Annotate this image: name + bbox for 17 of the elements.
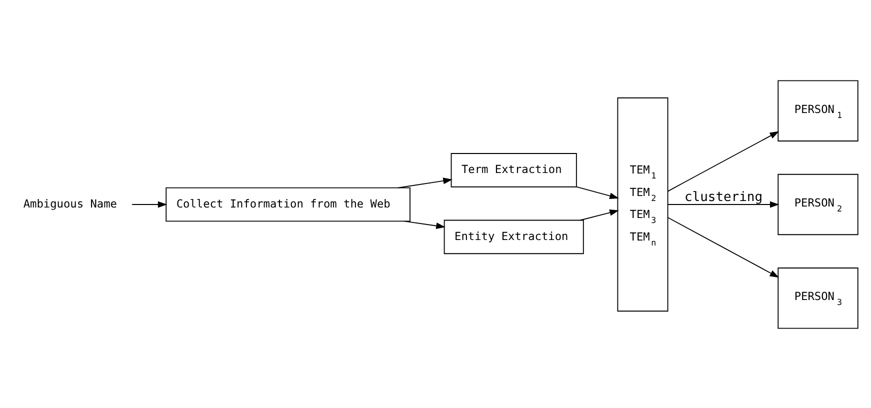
arrow [667, 216, 780, 278]
edge-label: clustering [684, 189, 763, 204]
node-box: Collect Information from the Web [166, 186, 410, 222]
arrow [404, 220, 446, 229]
node-box: Term Extraction [450, 152, 577, 187]
arrow [132, 200, 168, 208]
node-box: PERSON$_{3}$ [778, 267, 858, 328]
node-text: Ambiguous Name [23, 196, 117, 210]
arrow [580, 209, 619, 220]
node-box: PERSON$_{2}$ [778, 173, 858, 235]
arrow [667, 130, 780, 192]
arrow [667, 200, 780, 208]
node-box: Entity Extraction [444, 219, 584, 254]
node-box: PERSON$_{1}$ [778, 80, 858, 141]
node-box: TEM$_{1}$ TEM$_{2}$ TEM$_{3}$ TEM$_{n}$ [617, 96, 668, 312]
arrow [576, 186, 619, 199]
arrow [398, 177, 452, 188]
